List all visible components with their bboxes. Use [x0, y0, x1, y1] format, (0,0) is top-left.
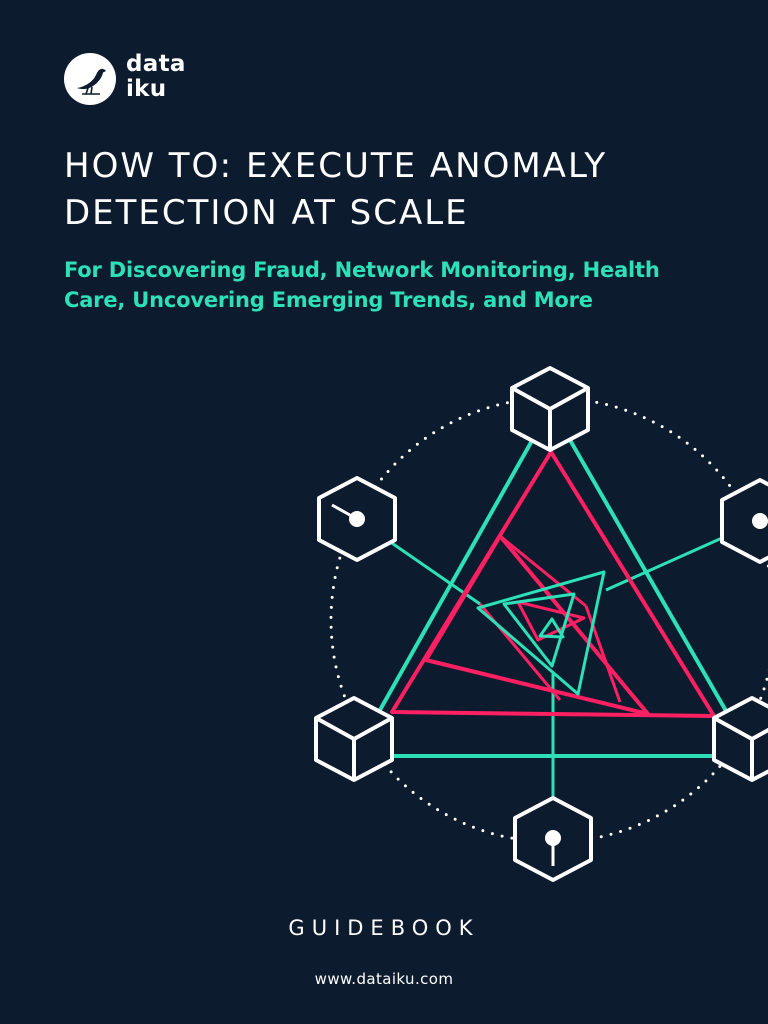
logo-wordmark-line1: data: [126, 51, 186, 77]
hex-node-bottom-right: [712, 696, 768, 782]
page-title: HOW TO: EXECUTE ANOMALY DETECTION AT SCA…: [64, 146, 608, 233]
anomaly-network-illustration: [314, 366, 768, 882]
spiral-pink: [390, 450, 716, 718]
website-url[interactable]: www.dataiku.com: [314, 970, 454, 988]
page-subtitle: For Discovering Fraud, Network Monitorin…: [64, 258, 660, 312]
document-type-label: GUIDEBOOK: [288, 916, 480, 940]
dataiku-logo: data iku: [64, 52, 194, 106]
hex-node-bottom-left: [314, 696, 394, 782]
hex-node-right: [720, 478, 768, 564]
bird-icon: [64, 53, 116, 105]
hex-node-bottom: [513, 796, 593, 882]
hex-node-left: [317, 476, 397, 562]
logo-wordmark: data iku: [126, 52, 186, 102]
logo-wordmark-line2: iku: [126, 76, 167, 102]
spiral-teal: [476, 570, 606, 696]
hex-node-top: [510, 366, 590, 452]
